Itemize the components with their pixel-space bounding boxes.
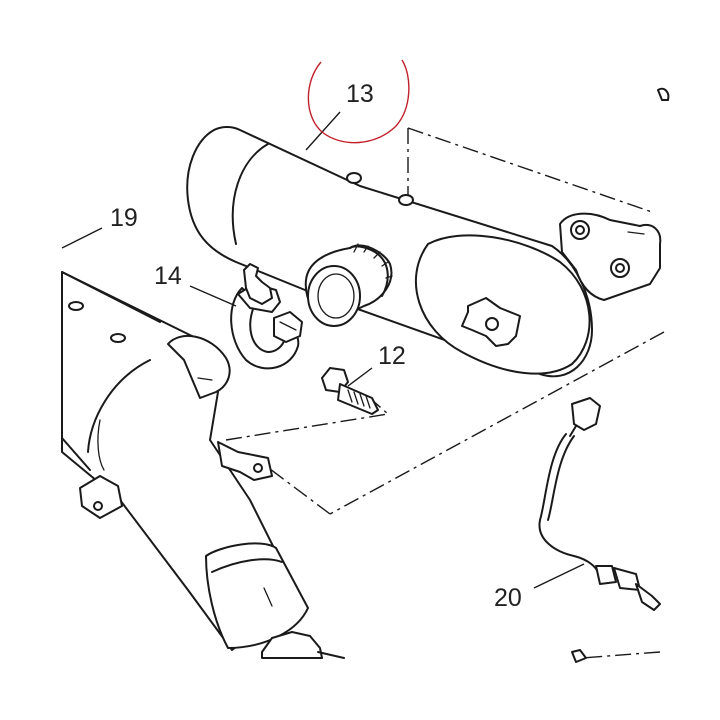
bolt-12 xyxy=(321,367,379,415)
assembly-guide-lines xyxy=(225,127,665,659)
callout-20: 20 xyxy=(494,584,522,612)
silencer-13 xyxy=(186,126,593,378)
callout-12: 12 xyxy=(378,342,406,370)
highlight-ring xyxy=(307,59,410,144)
clamp-14 xyxy=(230,263,303,370)
leader-lines xyxy=(61,111,585,589)
callout-13: 13 xyxy=(346,80,374,108)
exhaust-pipe-19 xyxy=(61,271,345,659)
mounting-bracket xyxy=(559,87,670,301)
callout-19: 19 xyxy=(110,204,138,232)
callout-14: 14 xyxy=(154,262,182,290)
oxygen-sensor-20 xyxy=(538,397,661,663)
